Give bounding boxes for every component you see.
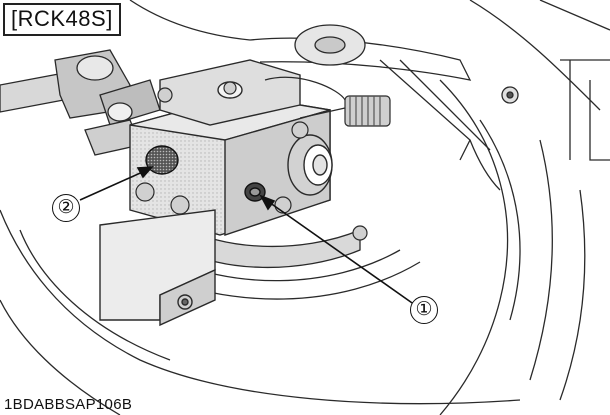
tension-spring xyxy=(264,76,391,127)
mounting-bracket xyxy=(99,209,216,327)
model-tag: [RCK48S] xyxy=(3,3,121,36)
spindle-housing xyxy=(139,24,421,300)
figure-code: 1BDABBSAP106B xyxy=(4,396,133,413)
callout-1: ① xyxy=(410,296,438,324)
callout-2: ② xyxy=(52,194,80,222)
pulley xyxy=(287,134,333,196)
universal-joint xyxy=(0,49,161,156)
breather-plug xyxy=(145,145,179,175)
leader-lines xyxy=(79,166,416,306)
drain-plug xyxy=(244,182,266,202)
